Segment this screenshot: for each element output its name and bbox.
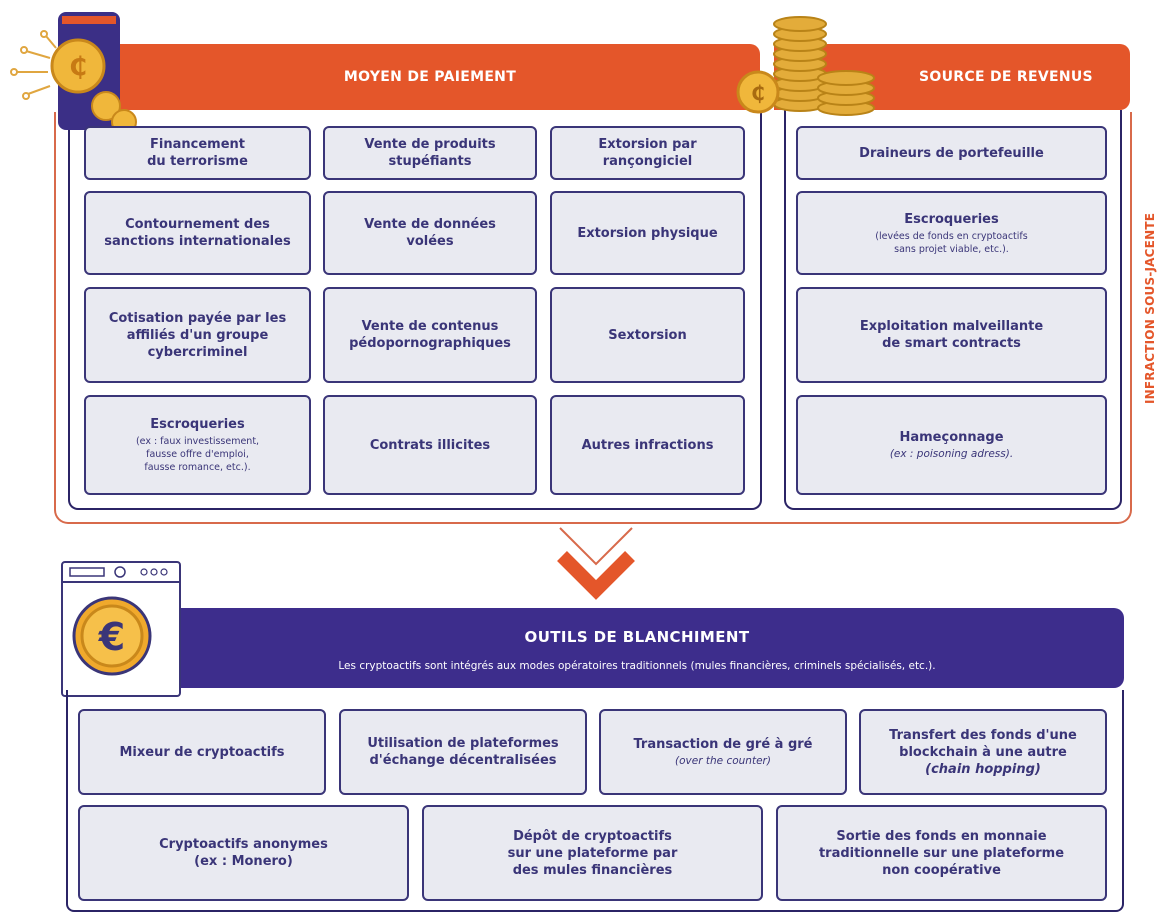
card-cryptoactifs-anonymes: Cryptoactifs anonymes (ex : Monero) — [78, 805, 409, 901]
svg-text:₵: ₵ — [69, 52, 87, 82]
card-gre-a-gre: Transaction de gré à gré (over the count… — [599, 709, 847, 795]
card-vente-donnees: Vente de données volées — [323, 191, 537, 275]
card-vente-stupefiants: Vente de produits stupéfiants — [323, 126, 537, 180]
source-revenus-title: SOURCE DE REVENUS — [919, 69, 1093, 85]
card-draineurs-portefeuille: Draineurs de portefeuille — [796, 126, 1107, 180]
infraction-sous-jacente-label: INFRACTION SOUS-JACENTE — [1143, 212, 1157, 404]
outils-blanchiment-header: OUTILS DE BLANCHIMENT Les cryptoactifs s… — [150, 608, 1124, 688]
card-extorsion-physique: Extorsion physique — [550, 191, 745, 275]
moyen-paiement-header: MOYEN DE PAIEMENT — [100, 44, 760, 110]
outils-title: OUTILS DE BLANCHIMENT — [524, 628, 750, 646]
infraction-bracket — [54, 112, 1132, 524]
coin-stack-icon: ₵ — [734, 14, 884, 124]
svg-text:₵: ₵ — [751, 81, 765, 105]
chevron-down-icon — [556, 520, 636, 600]
card-extorsion-rancongiciel: Extorsion par rançongiciel — [550, 126, 745, 180]
phone-crypto-chip-icon: ₵ — [6, 6, 138, 138]
outils-panel — [66, 690, 1124, 912]
card-depot-mules: Dépôt de cryptoactifs sur une plateforme… — [422, 805, 763, 901]
card-sextorsion: Sextorsion — [550, 287, 745, 383]
card-financement-terrorisme: Financement du terrorisme — [84, 126, 311, 180]
source-revenus-panel — [784, 110, 1122, 510]
svg-text:€: € — [98, 615, 125, 659]
moyen-paiement-panel — [68, 110, 762, 510]
outils-subtitle: Les cryptoactifs sont intégrés aux modes… — [338, 660, 936, 672]
card-sortie-fonds: Sortie des fonds en monnaie traditionnel… — [776, 805, 1107, 901]
card-plateformes-decentralisees: Utilisation de plateformes d'échange déc… — [339, 709, 587, 795]
card-cotisation-affilies: Cotisation payée par les affiliés d'un g… — [84, 287, 311, 383]
euro-coin-window-icon: € — [60, 560, 182, 698]
card-escroqueries-levees: Escroqueries (levées de fonds en cryptoa… — [796, 191, 1107, 275]
card-hameconnage: Hameçonnage (ex : poisoning adress). — [796, 395, 1107, 495]
card-vente-contenus: Vente de contenus pédopornographiques — [323, 287, 537, 383]
card-chain-hopping: Transfert des fonds d'une blockchain à u… — [859, 709, 1107, 795]
card-mixeur: Mixeur de cryptoactifs — [78, 709, 326, 795]
card-exploitation-smart-contracts: Exploitation malveillante de smart contr… — [796, 287, 1107, 383]
card-contrats-illicites: Contrats illicites — [323, 395, 537, 495]
card-contournement-sanctions: Contournement des sanctions internationa… — [84, 191, 311, 275]
moyen-paiement-title: MOYEN DE PAIEMENT — [343, 69, 517, 85]
card-autres-infractions: Autres infractions — [550, 395, 745, 495]
card-escroqueries-paiement: Escroqueries (ex : faux investissement, … — [84, 395, 311, 495]
